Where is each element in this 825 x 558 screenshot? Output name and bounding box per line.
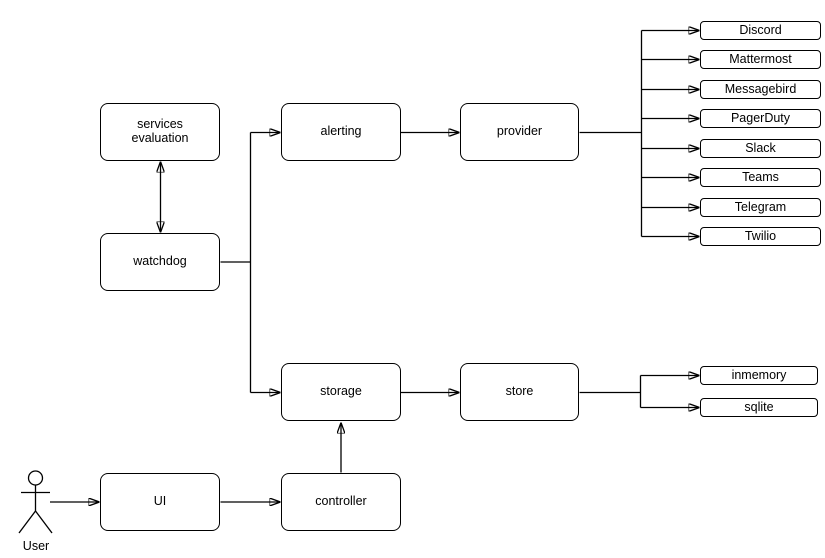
node-provider: provider: [460, 103, 579, 161]
provider-leaf-teams-label: Teams: [742, 169, 779, 184]
node-watchdog: watchdog: [100, 233, 220, 291]
provider-leaf-slack-label: Slack: [745, 140, 776, 155]
user-actor-icon: [18, 470, 53, 534]
provider-leaf-twilio: Twilio: [700, 227, 821, 246]
provider-leaf-slack: Slack: [700, 139, 821, 158]
node-store: store: [460, 363, 579, 421]
node-storage: storage: [281, 363, 401, 421]
provider-leaf-teams: Teams: [700, 168, 821, 187]
provider-leaf-pagerduty: PagerDuty: [700, 109, 821, 128]
node-alerting-label: alerting: [320, 124, 362, 139]
node-storage-label: storage: [320, 384, 362, 399]
store-leaf-inmemory-label: inmemory: [731, 367, 787, 382]
provider-leaf-mattermost-label: Mattermost: [729, 51, 792, 66]
edge-watchdog-trunk: [220, 132, 252, 393]
node-watchdog-label: watchdog: [133, 254, 187, 269]
provider-leaf-discord-label: Discord: [739, 22, 782, 37]
provider-leaf-mattermost: Mattermost: [700, 50, 821, 69]
store-leaf-sqlite-label: sqlite: [744, 399, 774, 414]
node-services-evaluation: services evaluation: [100, 103, 220, 161]
node-controller-label: controller: [315, 494, 367, 509]
provider-leaf-messagebird-label: Messagebird: [724, 81, 797, 96]
store-leaf-inmemory: inmemory: [700, 366, 818, 385]
provider-leaf-twilio-label: Twilio: [744, 228, 777, 243]
node-controller: controller: [281, 473, 401, 531]
node-ui-label: UI: [153, 494, 167, 509]
store-leaf-sqlite: sqlite: [700, 398, 818, 417]
provider-leaf-discord: Discord: [700, 21, 821, 40]
provider-leaf-messagebird: Messagebird: [700, 80, 821, 99]
node-store-label: store: [505, 384, 534, 399]
node-provider-label: provider: [496, 124, 543, 139]
provider-leaf-telegram-label: Telegram: [734, 199, 787, 214]
provider-leaf-pagerduty-label: PagerDuty: [730, 110, 791, 125]
edge-store-fan-trunk: [579, 375, 642, 408]
node-ui: UI: [100, 473, 220, 531]
user-actor-label: User: [22, 539, 50, 553]
node-alerting: alerting: [281, 103, 401, 161]
edge-provider-fan-trunk: [579, 30, 643, 237]
provider-leaf-telegram: Telegram: [700, 198, 821, 217]
node-services-evaluation-label: services evaluation: [131, 117, 189, 145]
